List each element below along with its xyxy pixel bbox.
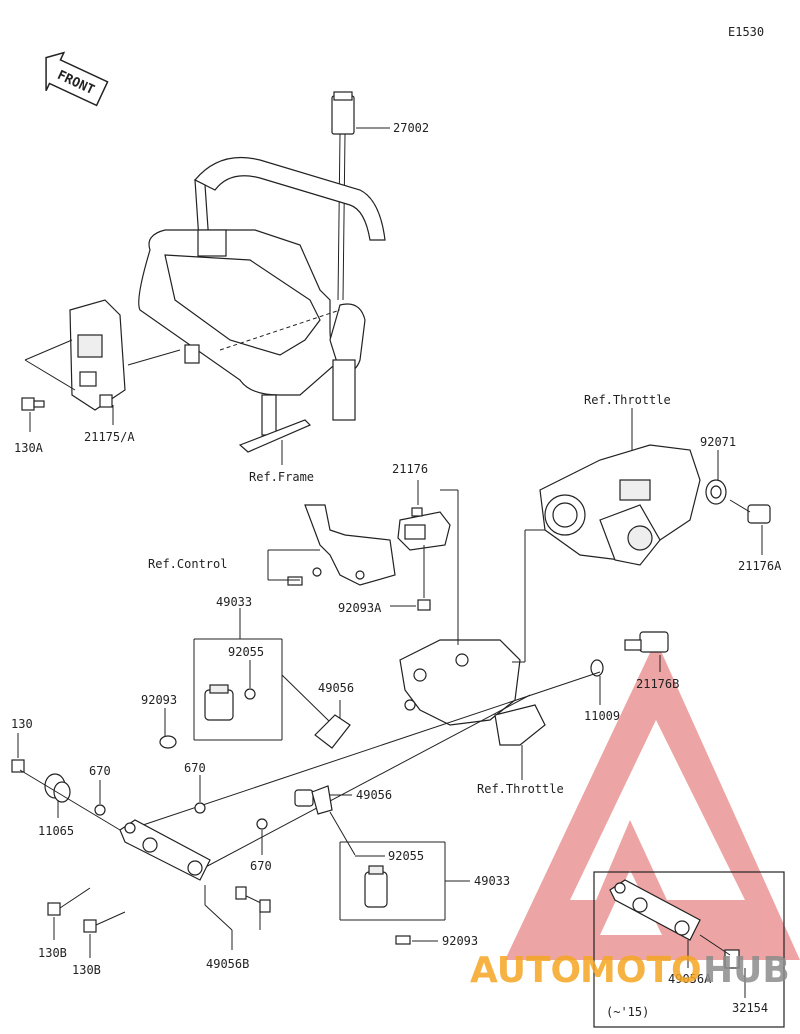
sensor-21176B — [624, 631, 669, 653]
part-670-a: 670 — [89, 764, 111, 778]
watermark-hub: HUB — [703, 950, 790, 991]
oring-670-b — [194, 802, 206, 814]
inset-note: (~'15) — [606, 1005, 649, 1019]
part-27002: 27002 — [393, 121, 429, 135]
part-11065: 11065 — [38, 824, 74, 838]
seal-92093-top — [159, 735, 177, 749]
bolt-130A — [21, 397, 45, 411]
oring-670-c — [256, 818, 268, 830]
ref-control: Ref.Control — [148, 557, 227, 571]
sensor-21176A — [729, 499, 771, 524]
part-130: 130 — [11, 717, 33, 731]
part-49033-bot: 49033 — [474, 874, 510, 888]
part-92055-bot: 92055 — [388, 849, 424, 863]
injector-top — [204, 684, 256, 721]
part-670-c: 670 — [250, 859, 272, 873]
sensor-21176 — [397, 507, 451, 551]
injector-bot — [364, 865, 388, 908]
ref-frame: Ref.Frame — [249, 470, 314, 484]
fitting-49056-top — [314, 714, 351, 749]
part-49056B: 49056B — [206, 957, 249, 971]
gasket-11009 — [590, 659, 604, 677]
ref-throttle-bottom: Ref.Throttle — [477, 782, 564, 796]
part-92055-top: 92055 — [228, 645, 264, 659]
part-32154: 32154 — [732, 1001, 768, 1015]
ecu-21175A — [69, 299, 126, 411]
part-130B-a: 130B — [38, 946, 67, 960]
frame — [127, 156, 386, 453]
bolt-130B-a — [47, 887, 91, 916]
pipe-49056B — [235, 886, 271, 913]
part-21176A: 21176A — [738, 559, 782, 573]
part-21175A: 21175/A — [84, 430, 135, 444]
part-92071: 92071 — [700, 435, 736, 449]
diagram-code: E1530 — [728, 25, 764, 39]
delivery-pipe — [119, 819, 211, 881]
bolt-130B-b — [83, 911, 126, 933]
bolt-130 — [11, 759, 25, 773]
grommet-11065 — [44, 773, 71, 803]
part-130A: 130A — [14, 441, 44, 455]
part-21176: 21176 — [392, 462, 428, 476]
watermark-auto: AUTO — [470, 950, 581, 991]
fitting-49056-mid — [294, 785, 333, 815]
part-49056-mid: 49056 — [356, 788, 392, 802]
part-11009: 11009 — [584, 709, 620, 723]
seal-92071 — [705, 479, 727, 505]
ref-throttle-top: Ref.Throttle — [584, 393, 671, 407]
part-92093-top: 92093 — [141, 693, 177, 707]
part-49056-top: 49056 — [318, 681, 354, 695]
seal-92093-bot — [395, 935, 411, 945]
throttle-lower — [399, 639, 546, 746]
watermark-moto: MOTO — [580, 950, 702, 991]
connector-27002 — [331, 91, 390, 301]
part-92093A: 92093A — [338, 601, 382, 615]
watermark-text: AUTO MOTO HUB — [470, 950, 790, 991]
part-49033-top: 49033 — [216, 595, 252, 609]
control-bracket — [287, 504, 396, 586]
throttle-body — [539, 444, 701, 566]
part-21176B: 21176B — [636, 677, 679, 691]
part-130B-b: 130B — [72, 963, 101, 977]
part-49056A: 49056A — [668, 972, 712, 986]
part-670-b: 670 — [184, 761, 206, 775]
part-92093-bot: 92093 — [442, 934, 478, 948]
seal-92093A — [417, 599, 431, 611]
front-arrow-icon: FRONT — [45, 51, 109, 107]
oring-670-a — [94, 804, 106, 816]
inset-box — [593, 871, 785, 1028]
